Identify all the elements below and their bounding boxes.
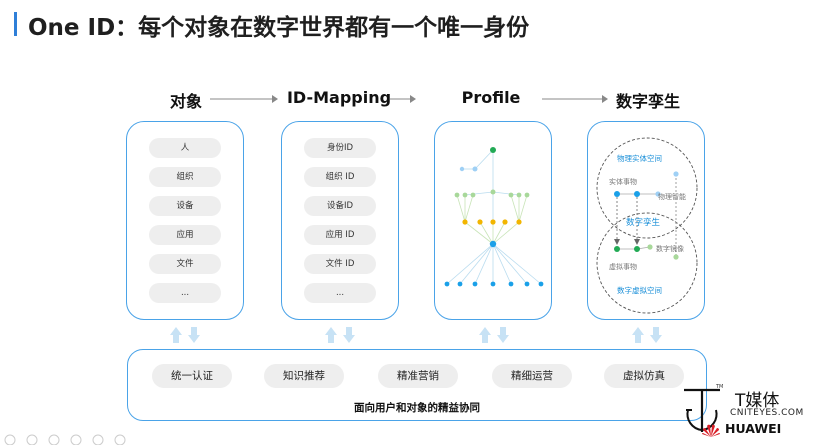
object-item-organization: 组织 — [149, 167, 221, 187]
up-down-arrows-icon — [170, 327, 200, 343]
capability-unified-auth: 统一认证 — [152, 364, 232, 388]
slide-controls-icon[interactable] — [2, 434, 152, 445]
id-item-file: 文件 ID — [304, 254, 376, 274]
object-item-more: ... — [149, 283, 221, 303]
twin-label: 数字孪生 — [626, 218, 661, 228]
digital-twin-card: 物理实体空间 实体事物 物理智能 数字孪生 数字镜像 虚拟事物 数字虚拟空间 — [587, 121, 705, 320]
stage-label-profile: Profile — [461, 88, 521, 107]
id-item-more: ... — [304, 283, 376, 303]
stage-label-digital-twin: 数字孪生 — [615, 92, 680, 111]
twin-physical-space-label: 物理实体空间 — [617, 154, 662, 163]
page-title: One ID：每个对象在数字世界都有一个唯一身份 — [28, 15, 530, 41]
capability-virtual-simulation: 虚拟仿真 — [604, 364, 684, 388]
logo-media-name: T媒体 — [735, 391, 780, 411]
profile-tree-graph — [444, 147, 544, 287]
up-down-arrows-icon — [325, 327, 355, 343]
media-logo: TM T媒体 CNITEYES.COM HUAWEI — [680, 384, 830, 444]
id-item-device: 设备ID — [304, 196, 376, 216]
up-down-arrows-icon — [479, 327, 509, 343]
stage-label-id-mapping: ID-Mapping — [286, 88, 392, 107]
flow-arrow-icon — [210, 95, 278, 103]
id-item-organization: 组织 ID — [304, 167, 376, 187]
capability-knowledge-recommend: 知识推荐 — [264, 364, 344, 388]
object-item-application: 应用 — [149, 225, 221, 245]
profile-card — [434, 121, 552, 320]
twin-digital-mirror-label: 数字镜像 — [656, 245, 684, 253]
capabilities-caption: 面向用户和对象的精益协同 — [354, 402, 480, 414]
up-down-arrows-icon — [632, 327, 662, 343]
id-mapping-card: 身份ID 组织 ID 设备ID 应用 ID 文件 ID ... — [281, 121, 399, 320]
stage-label-object: 对象 — [169, 92, 202, 111]
flow-arrow-icon — [542, 95, 608, 103]
logo-huawei-text: HUAWEI — [725, 421, 782, 436]
twin-physical-perception-label: 物理智能 — [658, 193, 686, 201]
huawei-logo-icon — [702, 424, 720, 437]
twin-entity-thing-label: 实体事物 — [609, 178, 637, 186]
object-item-device: 设备 — [149, 196, 221, 216]
flow-arrow-icon — [390, 95, 416, 103]
cniteyes-logo-icon — [684, 388, 720, 432]
capability-precision-marketing: 精准营销 — [378, 364, 458, 388]
object-item-file: 文件 — [149, 254, 221, 274]
object-item-person: 人 — [149, 138, 221, 158]
id-item-application: 应用 ID — [304, 225, 376, 245]
capability-fine-operation: 精细运营 — [492, 364, 572, 388]
capabilities-box: 统一认证 知识推荐 精准营销 精细运营 虚拟仿真 面向用户和对象的精益协同 — [127, 349, 707, 421]
logo-tm: TM — [716, 384, 724, 390]
title-accent-bar — [14, 12, 17, 36]
id-item-identity: 身份ID — [304, 138, 376, 158]
digital-twin-diagram — [596, 137, 698, 314]
twin-virtual-space-label: 数字虚拟空间 — [617, 286, 662, 295]
logo-url: CNITEYES.COM — [730, 408, 804, 418]
objects-card: 人 组织 设备 应用 文件 ... — [126, 121, 244, 320]
twin-virtual-thing-label: 虚拟事物 — [609, 263, 637, 271]
